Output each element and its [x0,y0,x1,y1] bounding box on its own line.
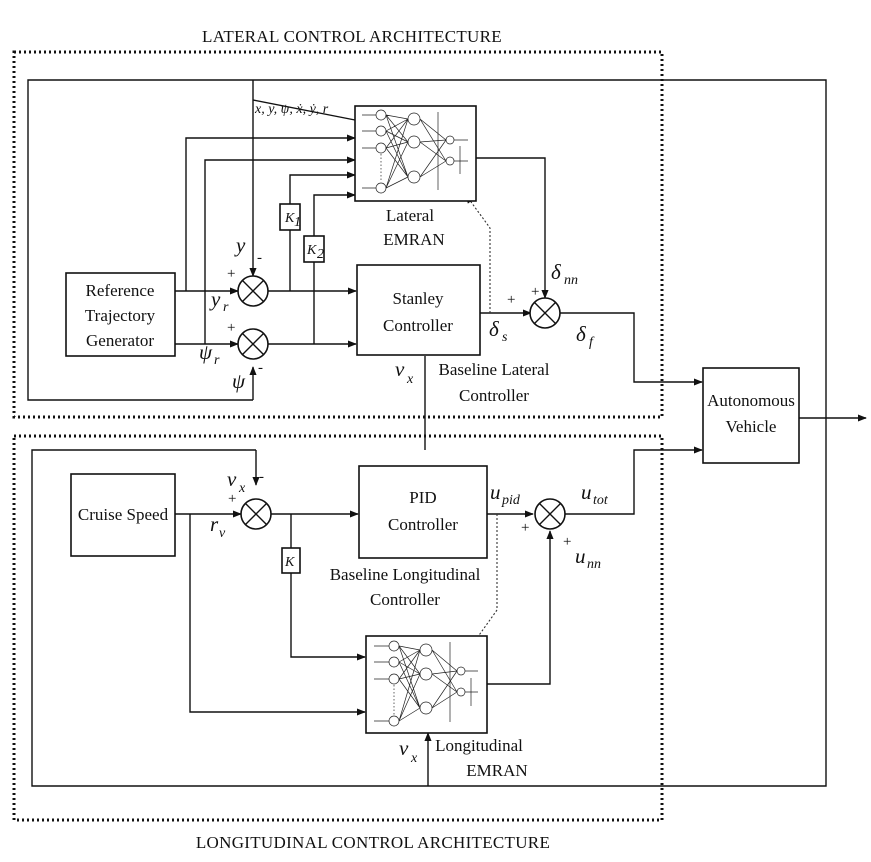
vehicle-line-2: Vehicle [726,417,777,436]
ref-line-2: Trajectory [85,306,156,325]
svg-text:δ: δ [576,322,587,346]
svg-text:v: v [219,526,226,541]
longitudinal-emran-line-2: EMRAN [466,761,527,780]
label-u-tot: u tot [581,480,609,508]
svg-text:r: r [223,300,229,315]
pid-controller-block: PID Controller [358,465,488,559]
gain-k1: K 1 [279,203,301,231]
lateral-emran-block [354,105,477,202]
svg-text:v: v [399,736,409,760]
svg-text:y: y [234,233,246,257]
svg-text:K: K [284,211,295,226]
svg-text:δ: δ [489,317,500,341]
label-u-nn: u nn [575,544,601,572]
stanley-line-2: Controller [383,316,453,335]
sign-plus-psir: + [227,320,235,336]
svg-text:K: K [284,555,295,570]
sign-plus-upid: + [521,520,529,536]
svg-text:y: y [209,287,221,311]
label-vx-cruise: v x [227,467,246,496]
longitudinal-nn-graphic [374,640,478,727]
stanley-line-1: Stanley [393,289,444,308]
summing-junction-throttle [534,498,566,530]
sign-minus-psi: - [258,360,263,376]
lateral-emran-line-1: Lateral [386,206,434,225]
svg-text:ψ: ψ [232,369,246,393]
pid-line-1: PID [409,488,436,507]
lateral-title: LATERAL CONTROL ARCHITECTURE [202,27,502,46]
longitudinal-region-border [12,434,664,822]
baseline-longitudinal-line-1: Baseline Longitudinal [330,565,481,584]
svg-text:f: f [589,335,595,350]
svg-text:pid: pid [501,493,521,508]
label-delta-nn: δ nn [551,260,578,288]
signal-wires [27,79,867,787]
svg-text:r: r [214,353,220,368]
svg-text:2: 2 [317,247,324,262]
stanley-controller-block: Stanley Controller [356,264,481,356]
longitudinal-title: LONGITUDINAL CONTROL ARCHITECTURE [196,833,550,852]
sign-plus-ds: + [507,292,515,308]
svg-text:x: x [406,372,414,387]
svg-text:ψ: ψ [199,340,213,364]
label-y-r: y r [209,287,229,315]
sign-plus-unn: + [563,534,571,550]
svg-text:x: x [410,751,418,766]
svg-text:u: u [575,544,586,568]
gain-k2: K 2 [303,235,325,263]
svg-text:v: v [227,467,237,491]
lateral-region-border [12,50,664,419]
svg-text:x: x [238,481,246,496]
summing-junction-heading-error [237,328,269,360]
sign-minus-y: - [257,250,262,266]
ref-line-1: Reference [86,281,155,300]
summing-junction-steering [529,297,561,329]
gain-k: K [281,547,301,574]
lateral-emran-line-2: EMRAN [383,230,444,249]
svg-text:r: r [210,512,219,536]
sign-plus-rv: + [228,491,236,507]
baseline-lateral-line-2: Controller [459,386,529,405]
label-delta-f: δ f [576,322,595,350]
baseline-longitudinal-line-2: Controller [370,590,440,609]
label-delta-s: δ s [489,317,508,345]
summing-junction-speed-error [240,498,272,530]
longitudinal-emran-block [365,635,488,734]
svg-text:v: v [395,357,405,381]
sign-plus-yr: + [227,266,235,282]
sign-plus-dnn: + [531,284,539,300]
svg-text:u: u [581,480,592,504]
cruise-speed-label: Cruise Speed [78,505,169,524]
label-u-pid: u pid [490,480,521,508]
svg-text:tot: tot [593,493,609,508]
svg-text:s: s [502,330,508,345]
cruise-speed-block: Cruise Speed [70,473,176,557]
label-psi: ψ [232,369,246,393]
svg-text:nn: nn [587,557,601,572]
longitudinal-emran-line-1: Longitudinal [435,736,523,755]
autonomous-vehicle-block: Autonomous Vehicle [702,367,800,464]
svg-text:K: K [306,243,317,258]
reference-trajectory-block: Reference Trajectory Generator [65,272,176,357]
ref-line-3: Generator [86,331,154,350]
svg-text:δ: δ [551,260,562,284]
label-r-v: r v [210,512,226,541]
pid-line-2: Controller [388,515,458,534]
summing-junction-lateral-error [237,275,269,307]
svg-text:nn: nn [564,273,578,288]
svg-text:1: 1 [294,215,301,230]
label-psi-r: ψ r [199,340,220,368]
label-y: y [234,233,246,257]
vehicle-line-1: Autonomous [707,391,795,410]
sign-minus-vx: - [259,469,264,485]
svg-text:u: u [490,480,501,504]
lateral-nn-graphic [362,109,468,194]
state-vector-label: x, y, ψ, ẋ, ẏ, r [254,102,329,117]
label-vx-stanley: v x [395,357,414,387]
label-vx-longitudinal-emran: v x [399,736,418,766]
baseline-lateral-line-1: Baseline Lateral [439,360,550,379]
